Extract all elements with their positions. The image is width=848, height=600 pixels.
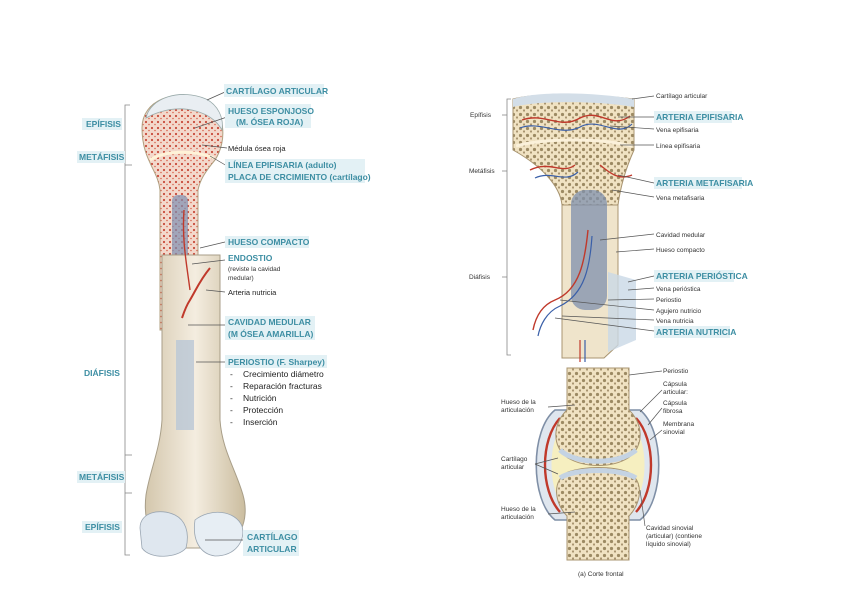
periostio-function-item: Protección: [243, 405, 283, 415]
left-region-bracket: [124, 104, 132, 556]
list-bullet: -: [230, 381, 233, 391]
distal-condyle-right: [193, 512, 244, 557]
joint-cartilage-lower: [558, 468, 638, 481]
epiphyseal-line-top-right: [515, 138, 633, 148]
periosteum-strip: [176, 340, 194, 430]
tr-label-cavidad-medular: Cavidad medular: [656, 232, 706, 239]
nutrient-artery-branch: [182, 209, 191, 291]
label-endostio-note-1: (reviste la cavidad: [228, 266, 281, 273]
left-callout-lines: [188, 91, 243, 541]
br-label-hueso-art-top-sub: articulación: [501, 407, 534, 414]
br-label-hueso-art-bottom-sub: articulación: [501, 514, 534, 521]
tr-label-linea-epifisaria: Línea epifisaria: [656, 143, 700, 150]
list-bullet: -: [230, 393, 233, 403]
label-arteria-nutricia: Arteria nutricia: [228, 288, 277, 297]
tr-label-hueso-compacto: Hueso compacto: [656, 247, 705, 254]
list-bullet: -: [230, 369, 233, 379]
periostio-function-list: - Crecimiento diámetro - Reparación frac…: [230, 369, 324, 427]
distal-condyles: [139, 511, 188, 557]
br-label-periostio: Periostio: [663, 368, 689, 375]
vein-network: [519, 123, 633, 337]
bottom-right-callout-lines: [534, 370, 663, 527]
joint-cartilage-upper: [558, 448, 638, 464]
br-label-hueso-art-bottom: Hueso de la: [501, 506, 536, 513]
long-bone-illustration: [139, 94, 246, 557]
region-metafisis-tr: Metáfisis: [469, 168, 495, 175]
tr-label-agujero-nutricio: Agujero nutricio: [656, 308, 702, 315]
region-epifisis-tr: Epífisis: [470, 112, 492, 119]
label-endostio: ENDOSTIO: [228, 253, 273, 263]
synovial-joint-illustration: [535, 367, 660, 561]
tr-label-vena-nutricia: Vena nutricia: [656, 318, 694, 325]
figure-caption: (a) Corte frontal: [578, 571, 624, 578]
top-right-region-bracket: [502, 98, 511, 356]
label-linea-epifisaria: LÍNEA EPIFISARIA (adulto): [228, 160, 337, 170]
region-metafisis-top: METÁFISIS: [79, 152, 125, 162]
tr-label-vena-epifisaria: Vena epifisaria: [656, 127, 699, 134]
br-label-capsula-fibrosa: Cápsula: [663, 400, 687, 407]
epiphyseal-line: [149, 150, 215, 162]
br-label-cartilago-sub: articular: [501, 464, 525, 471]
br-label-capsula: Cápsula: [663, 381, 687, 388]
label-cavidad-medular: CAVIDAD MEDULAR: [228, 317, 311, 327]
br-label-cavidad-sinovial-3: líquido sinovial): [646, 541, 691, 548]
tr-label-cartilago-articular: Cartílago articular: [656, 93, 708, 100]
label-cartilago-bottom: CARTÍLAGO: [247, 532, 298, 542]
br-label-membrana: Membrana: [663, 421, 694, 428]
region-diafisis-tr: Diáfisis: [469, 274, 491, 281]
region-epifisis-bottom: EPÍFISIS: [85, 522, 120, 532]
br-label-capsula-sub: articular:: [663, 389, 688, 396]
nutrient-artery: [181, 267, 211, 319]
br-label-hueso-art-top: Hueso de la: [501, 399, 536, 406]
periostio-function-item: Nutrición: [243, 393, 277, 403]
region-diafisis: DIÁFISIS: [84, 368, 120, 378]
tr-label-arteria-nutricia: ARTERIA NUTRICIA: [656, 327, 736, 337]
region-metafisis-bottom: METÁFISIS: [79, 472, 125, 482]
periostio-function-item: Crecimiento diámetro: [243, 369, 324, 379]
tr-label-arteria-periostica: ARTERIA PERIÓSTICA: [656, 270, 748, 281]
label-cartilago-articular: CARTÍLAGO ARTICULAR: [226, 86, 328, 96]
tr-label-periostio: Periostio: [656, 297, 682, 304]
label-medula-osea-roja: Médula ósea roja: [228, 144, 286, 153]
articular-cartilage-band: [513, 93, 634, 107]
medullary-cavity-top-right: [571, 190, 607, 310]
list-bullet: -: [230, 405, 233, 415]
vascular-section-illustration: [512, 93, 636, 362]
periostio-function-item: Inserción: [243, 417, 278, 427]
tr-label-vena-periostica: Vena perióstica: [656, 286, 701, 293]
periosteum-flap: [608, 272, 636, 352]
tr-label-arteria-epifisaria: ARTERIA EPIFISARIA: [656, 112, 744, 122]
br-label-cavidad-sinovial: Cavidad sinovial: [646, 525, 694, 532]
periostio-function-item: Reparación fracturas: [243, 381, 322, 391]
br-label-capsula-fibrosa-sub: fibrosa: [663, 408, 683, 415]
list-bullet: -: [230, 417, 233, 427]
tr-label-vena-metafisaria: Vena metafisaria: [656, 195, 705, 202]
tr-label-arteria-metafisaria: ARTERIA METAFISARIA: [656, 178, 753, 188]
label-cartilago-bottom-sub: ARTICULAR: [247, 544, 297, 554]
label-cavidad-medular-sub: (M ÓSEA AMARILLA): [228, 328, 313, 339]
br-label-membrana-sub: sinovial: [663, 429, 685, 436]
label-endostio-note-2: medular): [228, 275, 254, 282]
lower-joint-bone: [556, 467, 640, 561]
br-label-cavidad-sinovial-2: (articular) (contiene: [646, 533, 702, 540]
label-placa-crecimiento: PLACA DE CRCIMIENTO (cartílago): [228, 172, 371, 182]
label-hueso-esponjoso-sub: (M. ÓSEA ROJA): [236, 116, 303, 127]
label-hueso-compacto: HUESO COMPACTO: [228, 237, 310, 247]
br-label-cartilago: Cartílago: [501, 456, 528, 463]
top-right-callout-lines: [554, 95, 655, 332]
region-epifisis-top: EPÍFISIS: [86, 119, 121, 129]
artery-network: [521, 114, 633, 331]
articular-cartilage-top: [145, 94, 223, 132]
label-hueso-esponjoso: HUESO ESPONJOSO: [228, 106, 314, 116]
upper-joint-bone: [555, 367, 641, 466]
label-periostio: PERIOSTIO (F. Sharpey): [228, 357, 325, 367]
